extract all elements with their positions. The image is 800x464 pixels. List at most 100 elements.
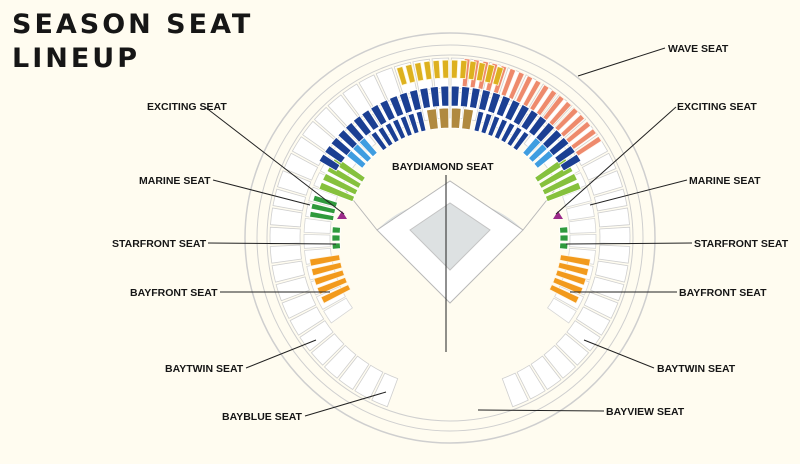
bayblue-seat-inner-right-block <box>493 118 509 140</box>
leader-baytwin-left <box>245 339 317 369</box>
label-starfront-seat-left: STARFRONT SEAT <box>112 238 207 250</box>
bayblue-seat-outer-block <box>429 86 441 108</box>
lower-ring-seats-block <box>569 233 597 249</box>
bayblue-seat-inner-right-block <box>506 126 523 148</box>
seat-labels: WAVE SEAT EXCITING SEAT EXCITING SEAT MA… <box>112 43 789 423</box>
bayblue-seat-outer-block <box>495 95 512 118</box>
bayblue-seat-outer-block <box>554 144 576 164</box>
upper-ring-seats-block <box>599 226 631 245</box>
baydiamond-seat-group-block <box>426 108 439 131</box>
bayblue-seat-outer-block <box>337 129 359 150</box>
upper-ring-seats-block <box>575 306 611 336</box>
bayblue-seat-inner-left-block <box>384 122 400 144</box>
bayblue-seat-outer-block <box>379 99 396 122</box>
label-bayfront-seat-right: BAYFRONT SEAT <box>679 287 767 299</box>
bayfront-seat-right-block <box>544 181 582 203</box>
lower-ring-seats-block <box>547 297 577 324</box>
bayblue-seat-outer-block <box>504 99 521 122</box>
upper-ring-seats-block <box>594 260 629 283</box>
upper-ring-seats-block <box>371 372 399 408</box>
right-foul-line <box>522 185 559 231</box>
starfront-seat-right-block <box>559 234 569 242</box>
upper-ring-seats-block <box>281 291 317 319</box>
bayblue-seat-outer-block <box>541 129 563 150</box>
upper-ring-seats-block <box>555 333 590 366</box>
label-bayblue-seat: BAYBLUE SEAT <box>222 411 303 423</box>
upper-ring-seats-block <box>310 333 345 366</box>
bayblue-seat-outer-block <box>478 89 492 112</box>
upper-ring-seats-block <box>269 244 302 264</box>
marine-seat-right <box>548 254 591 304</box>
infield-dirt <box>409 202 491 271</box>
leader-starfront-right <box>565 242 693 245</box>
leader-bayblue <box>304 391 387 417</box>
marine-seat-right-block <box>559 254 591 267</box>
colored-seat-groups <box>309 58 603 304</box>
baydiamond-seat-group-block <box>450 107 462 129</box>
starfront-seat-left <box>331 226 341 250</box>
bayview-seat-group-block <box>475 61 486 82</box>
label-exciting-seat-right: EXCITING SEAT <box>677 101 757 113</box>
upper-ring-seats-block <box>530 355 562 391</box>
bayview-seat-group-block <box>432 59 441 80</box>
upper-ring-seats-block <box>283 152 319 181</box>
bayblue-seat-outer-block <box>535 121 556 143</box>
upper-ring-seats-block <box>590 276 625 302</box>
bayblue-seat-outer-block <box>520 109 539 132</box>
lower-ring-seats-block <box>568 217 597 234</box>
starfront-seat-left-block <box>331 226 341 234</box>
starfront-seat-right-block <box>559 226 569 234</box>
starfront-seat-left-block <box>331 234 341 242</box>
wave-seat-group-block <box>574 135 603 157</box>
marine-seat-right-block <box>555 269 587 286</box>
bayblue-seat-inner-right-block <box>500 122 516 144</box>
upper-ring-seats-block <box>583 291 619 319</box>
label-marine-seat-left: MARINE SEAT <box>139 175 211 187</box>
bayblue-seat-outer-block <box>352 115 373 137</box>
bayblue-seat-outer-block <box>559 153 582 172</box>
baydiamond-seat-group-block <box>461 108 474 131</box>
label-marine-seat-right: MARINE SEAT <box>689 175 761 187</box>
leader-exciting-right <box>555 106 677 215</box>
playing-field <box>341 180 559 304</box>
bayblue-seat-inner-left-block <box>370 130 388 152</box>
lower-ring-seats-block <box>323 297 353 324</box>
bayblue-seat-outer-block <box>344 121 365 143</box>
exciting-seat-right-marker <box>553 211 563 219</box>
bayfront-seat-right-block <box>541 172 578 196</box>
label-exciting-seat-left: EXCITING SEAT <box>147 101 227 113</box>
bayfront-seat-left-block <box>318 181 356 203</box>
upper-ring-seats-block <box>270 207 303 228</box>
bayview-seat-group-block <box>484 63 496 84</box>
bayblue-seat-outer-block <box>330 136 352 157</box>
bayblue-seat-inner-left-block <box>377 126 394 148</box>
bayfront-seat-left-dark-block <box>310 202 337 215</box>
upper-ring-seats-block <box>354 364 384 400</box>
bayfront-seat-left-block <box>322 172 359 196</box>
lower-ring-seats-block <box>303 217 332 234</box>
marine-seat-left-block <box>310 261 343 277</box>
bayfront-seat-left-dark-block <box>309 210 335 222</box>
bayview-seat-group-block <box>395 66 408 86</box>
marine-seat-left <box>309 254 352 304</box>
label-baytwin-seat-right: BAYTWIN SEAT <box>657 363 736 375</box>
bayblue-seat-inner-right-block <box>512 130 530 152</box>
wave-seat-group-block <box>554 107 579 132</box>
lower-ring-seats-block <box>565 202 595 221</box>
bayblue-seat-outer-block <box>487 91 502 115</box>
upper-ring-seats-block <box>501 372 529 408</box>
bayview-seat-group-block <box>450 59 459 79</box>
bayview-seat-group-block <box>467 60 477 81</box>
bayblue-seat-inner-left <box>370 110 427 152</box>
upper-ring-seats-block <box>271 260 306 283</box>
bayblue-seat-outer-block <box>512 103 530 127</box>
label-bayfront-seat-left: BAYFRONT SEAT <box>130 287 218 299</box>
bayblue-seat-outer-block <box>398 91 413 115</box>
bayblue-seat-outer <box>318 85 582 172</box>
label-baydiamond-seat: BAYDIAMOND SEAT <box>392 161 494 173</box>
bayblue-seat-outer-block <box>450 85 460 107</box>
wave-seat-group <box>461 58 603 157</box>
upper-ring-seats-block <box>275 276 310 302</box>
upper-ring-seats-block <box>588 170 623 196</box>
